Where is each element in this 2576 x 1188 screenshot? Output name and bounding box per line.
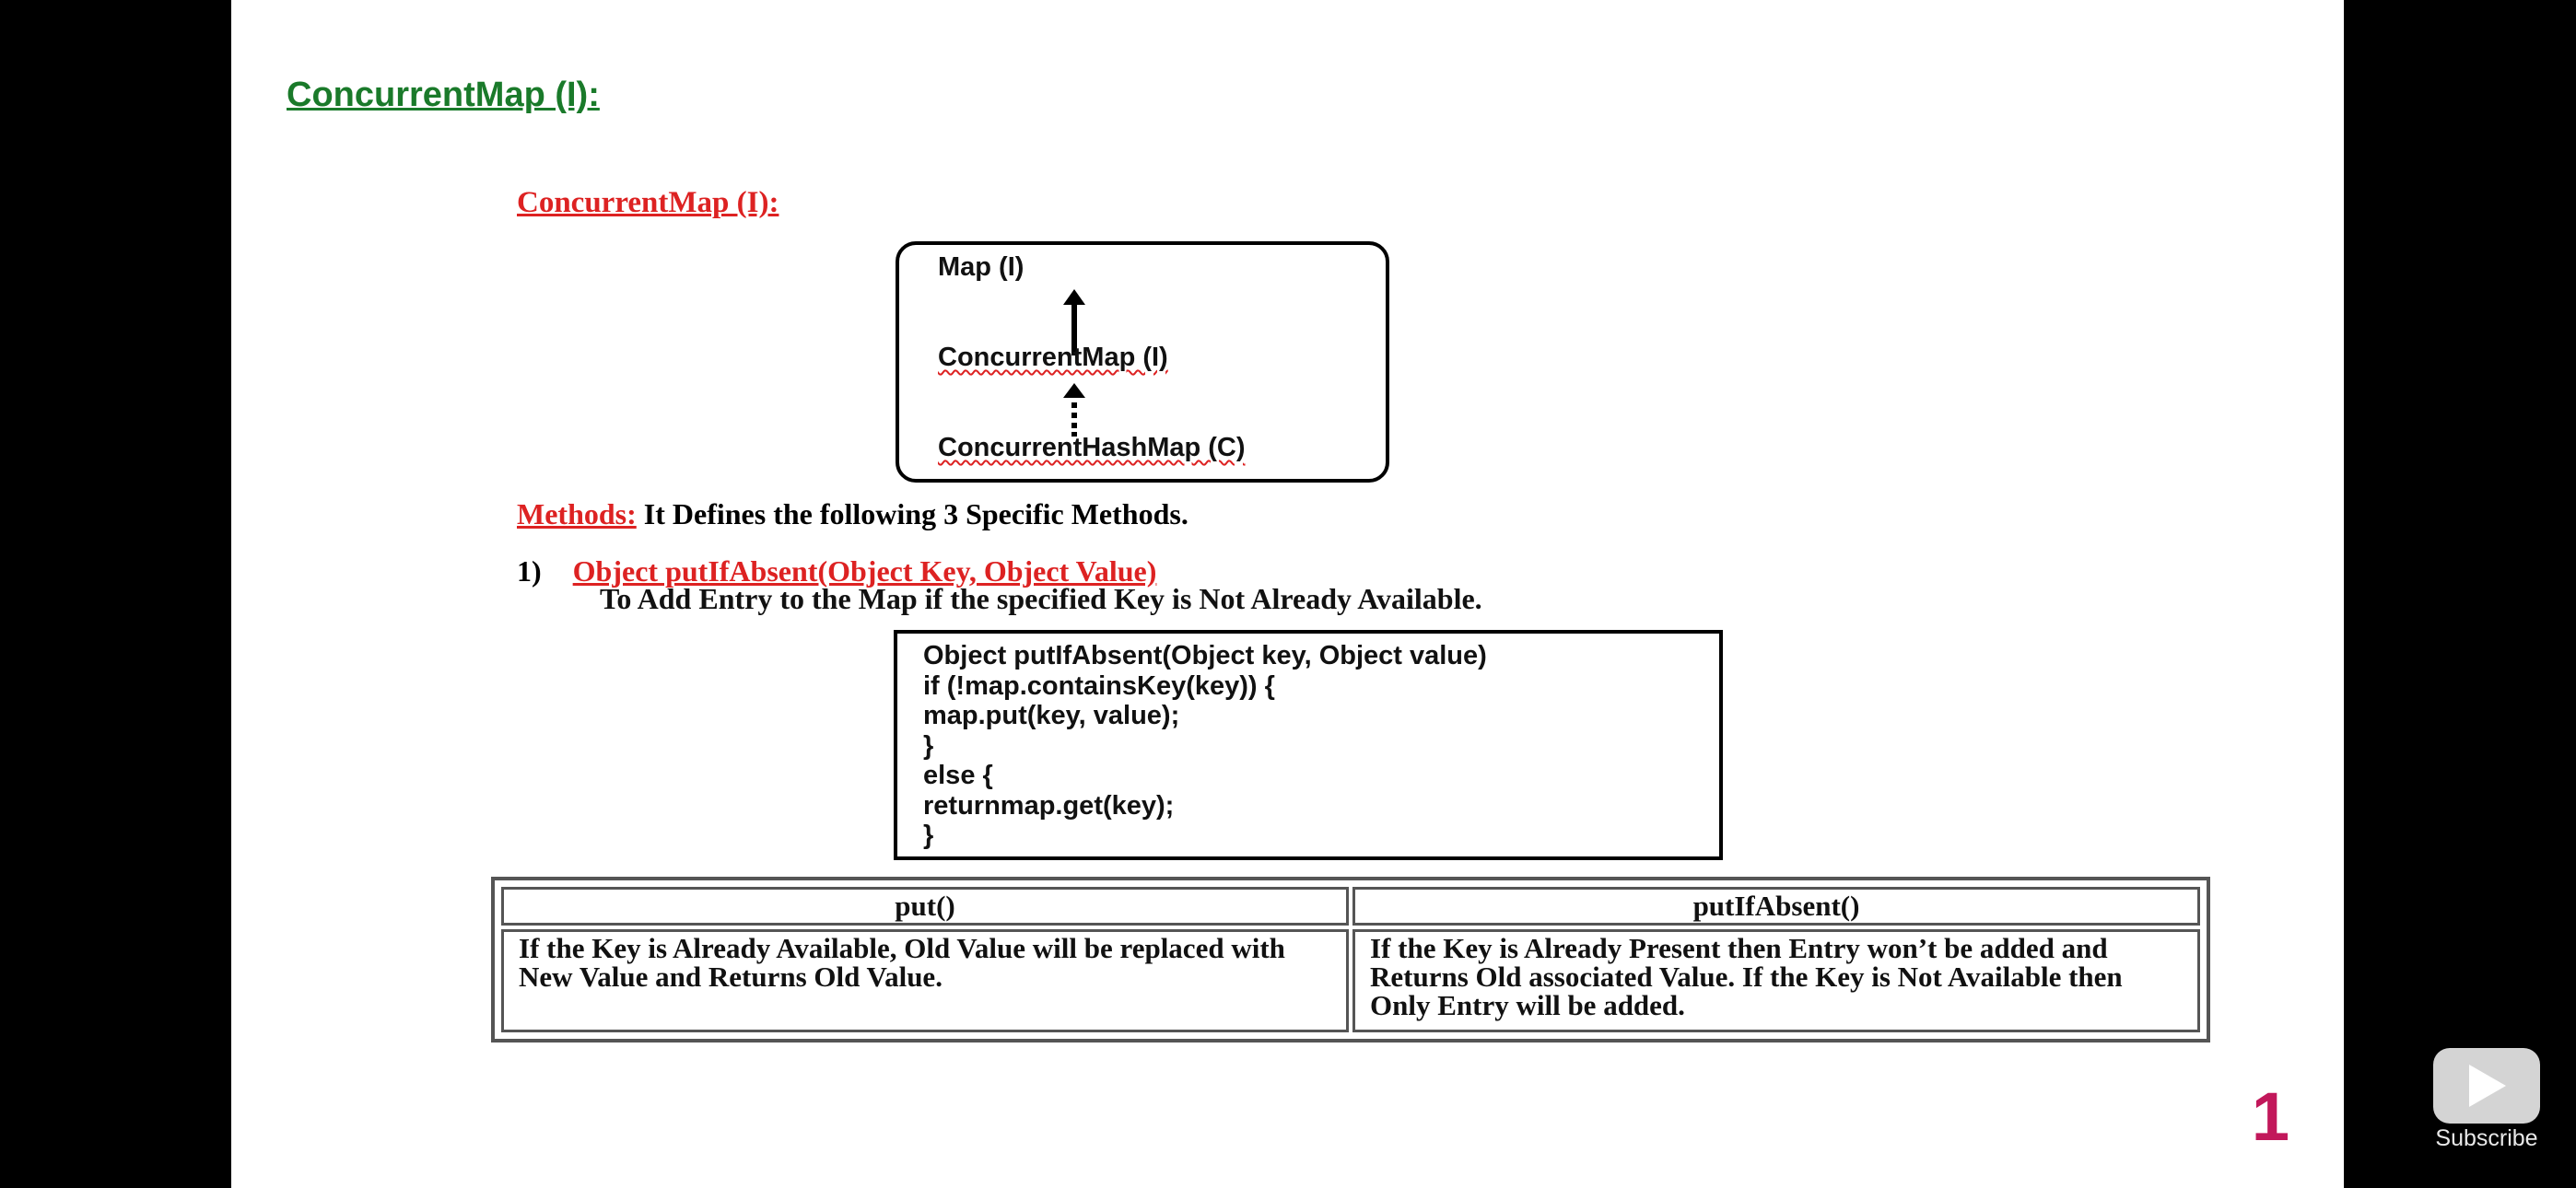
code-block: Object putIfAbsent(Object key, Object va…: [894, 630, 1723, 860]
diagram-concurrenthashmap-label: ConcurrentHashMap (C): [938, 433, 1246, 462]
methods-label: Methods:: [517, 497, 637, 530]
slide-heading: ConcurrentMap (I):: [287, 76, 600, 114]
method-item-1: 1) Object putIfAbsent(Object Key, Object…: [517, 554, 1156, 588]
hierarchy-diagram: Map (I) ConcurrentMap (I) ConcurrentHash…: [896, 241, 1389, 483]
youtube-play-icon: [2469, 1065, 2506, 1107]
table-cell-putifabsent: If the Key is Already Present then Entry…: [1352, 929, 2200, 1032]
solid-arrow-up-icon: [1063, 289, 1085, 355]
slide: ConcurrentMap (I): ConcurrentMap (I): Ma…: [231, 0, 2344, 1188]
table-cell-put: If the Key is Already Available, Old Val…: [501, 929, 1349, 1032]
code-line: else {: [923, 761, 993, 790]
section-title: ConcurrentMap (I):: [517, 186, 779, 219]
diagram-concurrentmap-label: ConcurrentMap (I): [938, 343, 1168, 372]
methods-line: Methods: It Defines the following 3 Spec…: [517, 497, 1188, 531]
step-title: Object putIfAbsent(Object Key, Object Va…: [572, 554, 1157, 588]
code-line: map.put(key, value);: [923, 701, 1180, 730]
step-number: 1): [517, 554, 542, 588]
column-header-putifabsent: putIfAbsent(): [1352, 887, 2200, 926]
table-header-row: put() putIfAbsent(): [501, 887, 2200, 926]
code-line: }: [923, 821, 934, 850]
code-line: if (!map.containsKey(key)) {: [923, 670, 1275, 701]
column-header-put: put(): [501, 887, 1349, 926]
methods-text: It Defines the following 3 Specific Meth…: [643, 497, 1188, 530]
code-line: Object putIfAbsent(Object key, Object va…: [923, 641, 1487, 670]
comparison-table: put() putIfAbsent() If the Key is Alread…: [491, 877, 2210, 1042]
subscribe-button[interactable]: [2433, 1048, 2540, 1124]
page-number: 1: [2251, 1078, 2289, 1155]
subscribe-label[interactable]: Subscribe: [2435, 1125, 2538, 1151]
dotted-arrow-up-icon: [1063, 383, 1085, 437]
diagram-map-label: Map (I): [938, 252, 1025, 282]
step-description: To Add Entry to the Map if the specified…: [600, 582, 1482, 615]
table-row: If the Key is Already Available, Old Val…: [501, 929, 2200, 1032]
code-line: returnmap.get(key);: [923, 790, 1175, 821]
code-line: }: [923, 730, 934, 761]
